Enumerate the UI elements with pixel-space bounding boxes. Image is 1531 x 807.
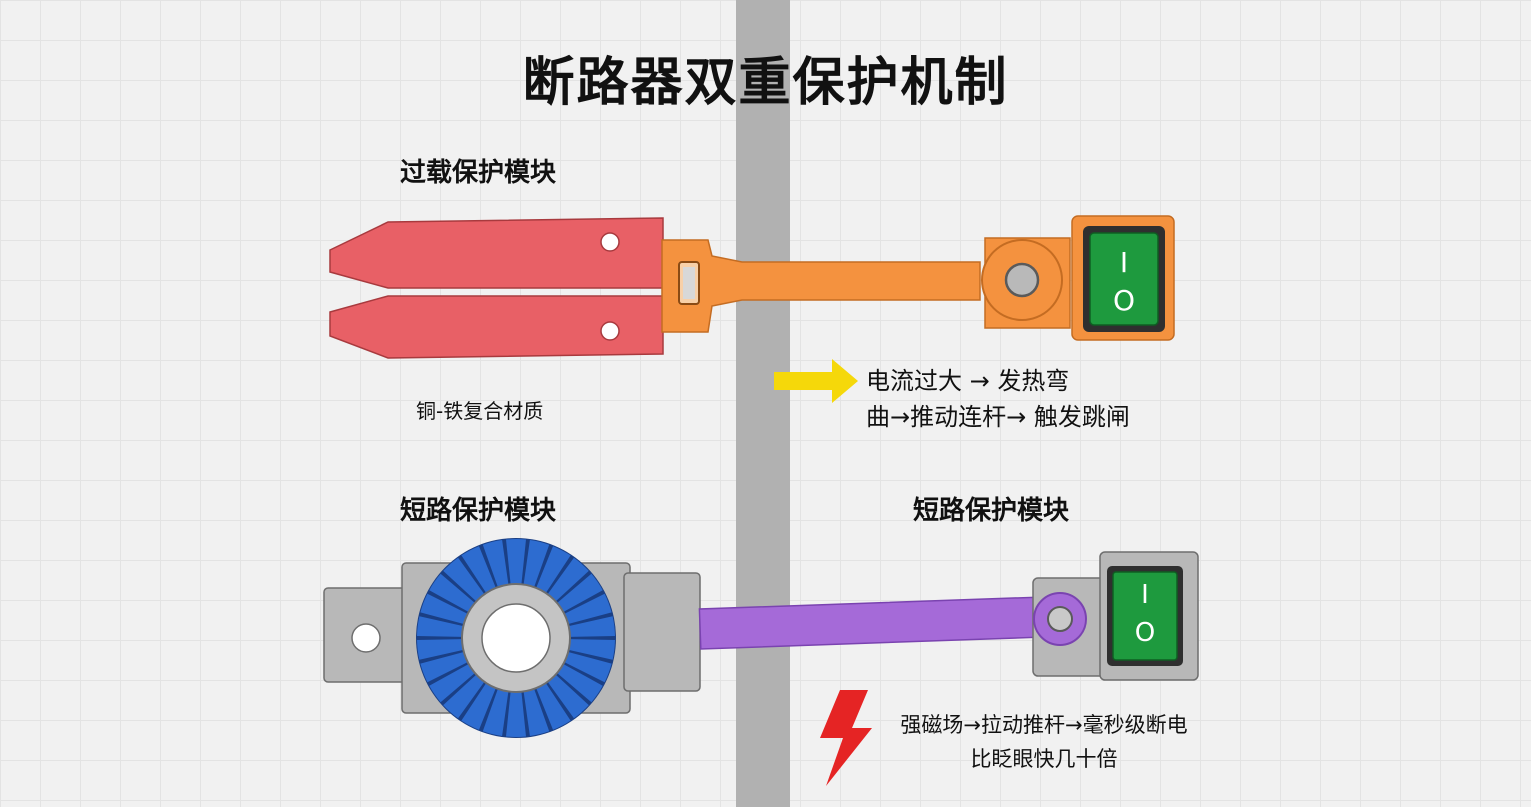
coil-segment	[557, 573, 603, 612]
coil-segment	[482, 688, 509, 736]
lightning-bolt-icon	[820, 690, 872, 786]
overload-desc-line2: 曲→推动连杆→ 触发跳闸	[866, 403, 1130, 431]
coil-segment	[443, 674, 485, 719]
coil-segment	[547, 557, 589, 602]
page-title: 断路器双重保护机制	[522, 53, 1009, 113]
rivet-hole	[600, 321, 620, 341]
mount-hole	[351, 623, 381, 653]
coil-bore	[481, 603, 551, 673]
yellow-arrow-icon	[774, 359, 858, 403]
coil-segment	[564, 652, 612, 683]
coil-segment	[443, 557, 485, 602]
orange-lever	[661, 237, 1071, 333]
bimetal-strip	[329, 217, 664, 359]
overload-switch[interactable]	[1071, 215, 1175, 341]
coil-segment	[506, 538, 526, 585]
coil-segment	[429, 664, 475, 703]
magnetic-coil	[416, 538, 616, 738]
short-circuit-desc-line2: 比眨眼快几十倍	[970, 747, 1118, 771]
coil-segment	[420, 652, 468, 683]
rivet-hole	[600, 232, 620, 252]
overload-switch-off-label: O	[1112, 284, 1136, 317]
overload-switch-on-label: I	[1119, 246, 1129, 279]
short-switch-on-label: I	[1141, 580, 1149, 610]
pivot-pin	[1004, 262, 1040, 298]
coil-segment	[568, 639, 615, 660]
overload-heading: 过载保护模块	[400, 158, 557, 188]
coil-segment	[564, 593, 612, 624]
coil-segment	[461, 683, 496, 730]
coil-segment	[482, 540, 509, 588]
coil-segment	[536, 546, 571, 593]
coil-segment	[461, 546, 496, 593]
coil-segment	[536, 683, 571, 730]
short-circuit-desc-line1: 强磁场→拉动推杆→毫秒级断电	[900, 713, 1188, 737]
coil-segment	[547, 674, 589, 719]
coil-segment	[557, 664, 603, 703]
coil-segment	[523, 540, 550, 588]
short-switch-off-label: O	[1134, 618, 1156, 648]
coil-segment	[417, 616, 464, 637]
overload-material-label: 铜-铁复合材质	[416, 399, 544, 423]
coil-segment	[420, 593, 468, 624]
short-circuit-heading-right: 短路保护模块	[913, 496, 1070, 526]
overload-desc-line1: 电流过大 → 发热弯	[866, 367, 1070, 395]
coil-segment	[429, 573, 475, 612]
short-circuit-heading-left: 短路保护模块	[400, 496, 557, 526]
coil-segment	[506, 691, 526, 738]
coil-segment	[568, 616, 615, 637]
coil-segment	[523, 688, 550, 736]
short-circuit-switch[interactable]	[1107, 566, 1183, 666]
center-divider	[736, 0, 790, 807]
coil-segment	[417, 639, 464, 660]
